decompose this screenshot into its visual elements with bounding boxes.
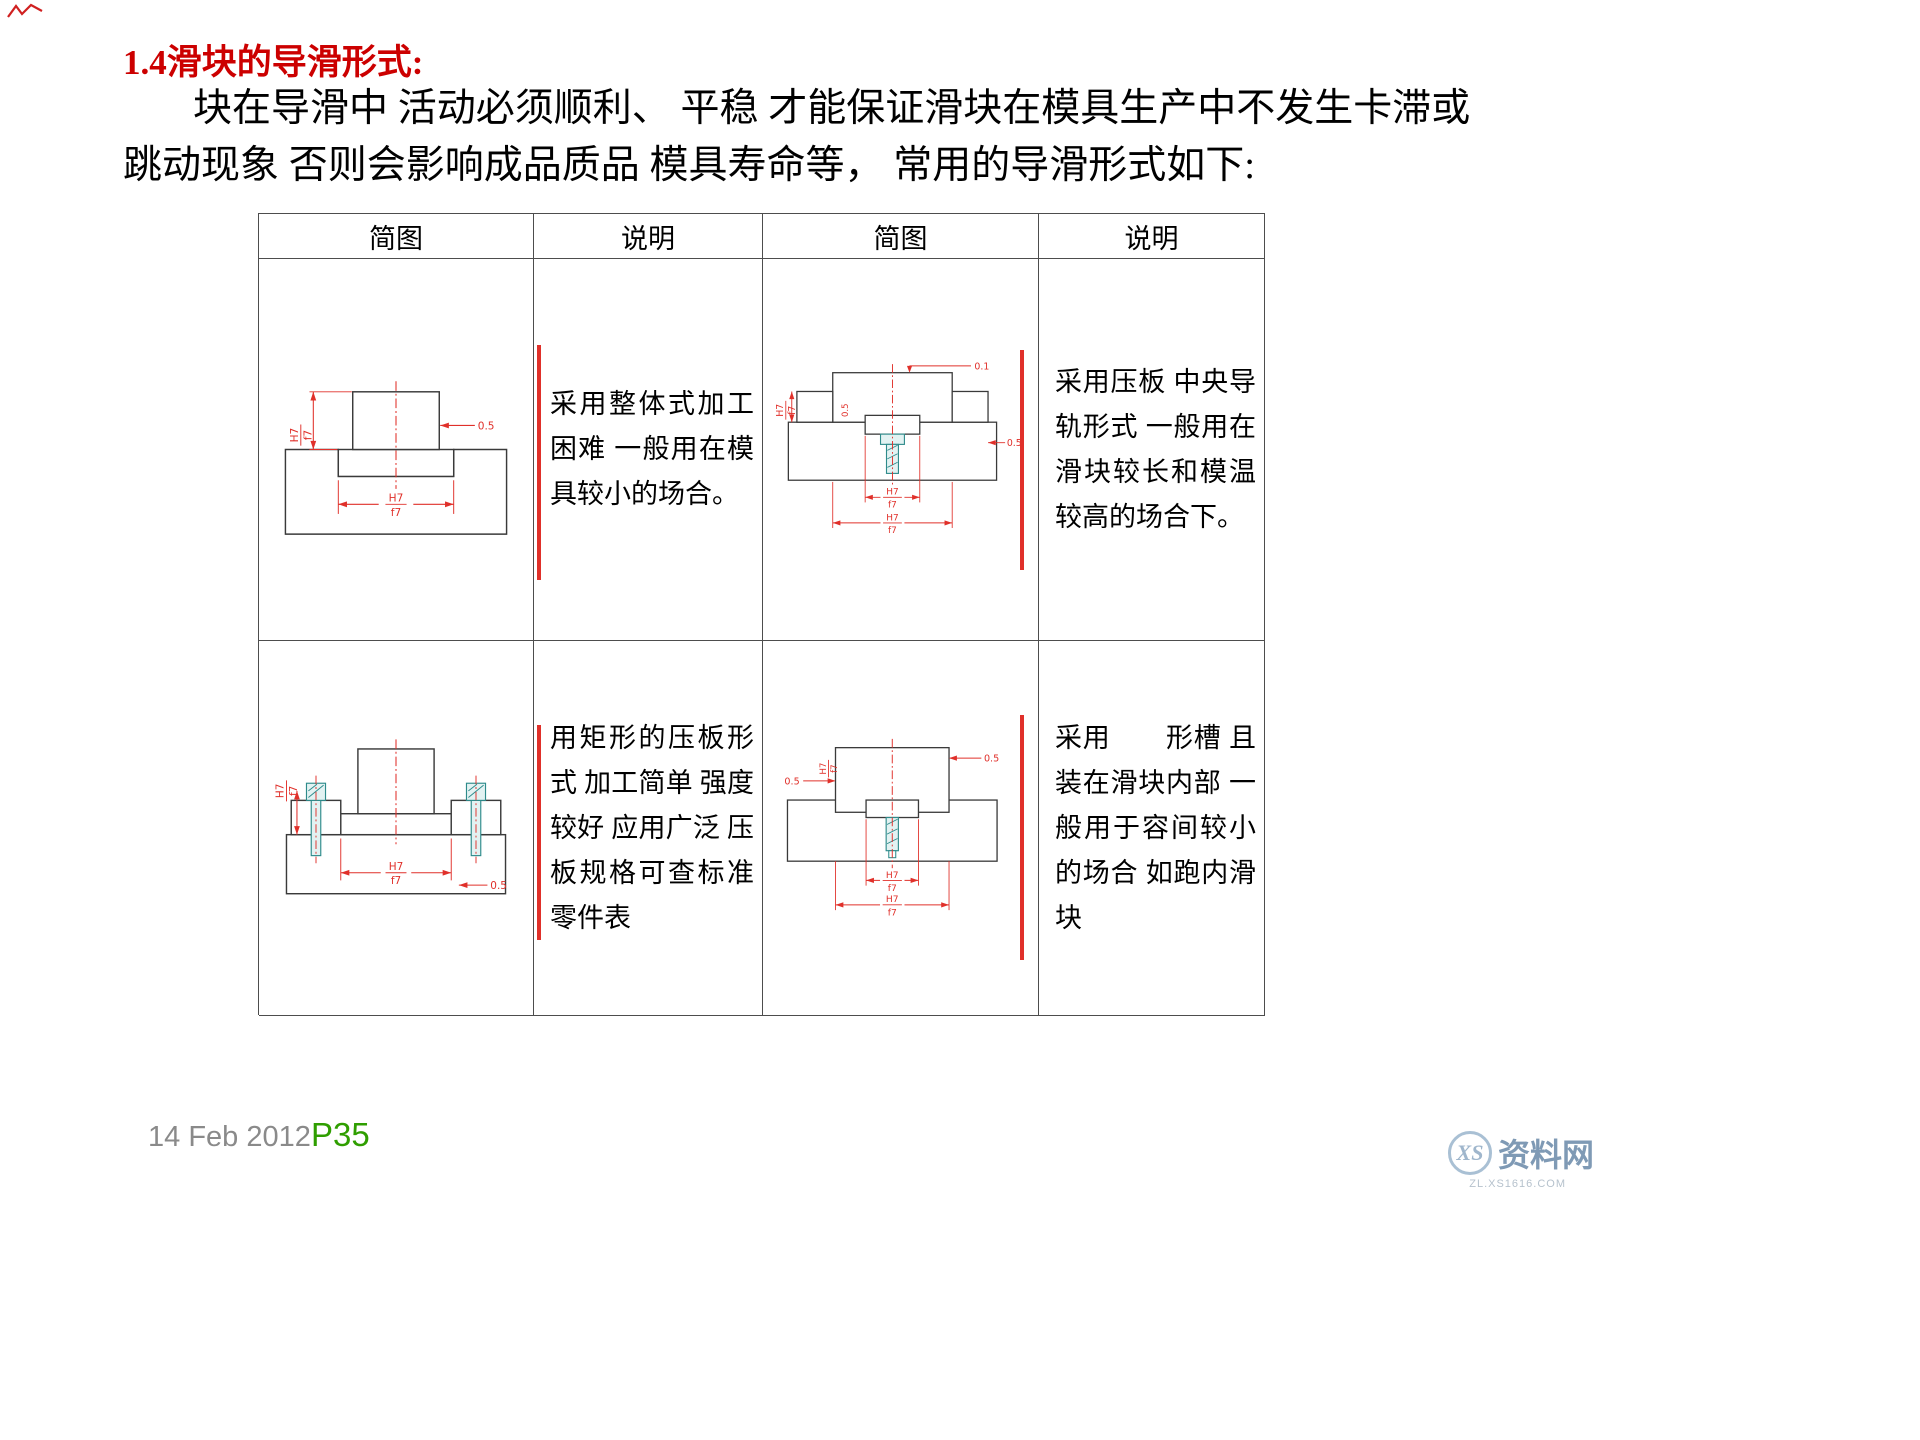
- red-accent-line: [1020, 350, 1024, 570]
- table-cell-diagram-central-rail: 0.1 0.5 H7 f7 0.5 H7 f7: [763, 259, 1039, 641]
- table-cell-diagram-integral: H7 f7 0.5 H7 f7: [259, 259, 534, 641]
- dim-label: H7: [885, 870, 898, 881]
- red-accent-line: [537, 725, 541, 940]
- dim-label: H7: [389, 492, 404, 504]
- dim-label: f7: [302, 430, 314, 440]
- page-title: 1.4滑块的导滑形式:: [123, 43, 424, 82]
- red-accent-line: [1020, 715, 1024, 960]
- table-cell-diagram-press-plate: H7 f7 H7 f7 0.5: [259, 641, 534, 1016]
- dim-label: 0.5: [1006, 438, 1021, 449]
- dim-label: H7: [389, 861, 404, 873]
- watermark-url: ZL.XS1616.COM: [1469, 1178, 1566, 1190]
- table-header-description-right: 说明: [1039, 214, 1265, 259]
- dim-label: f7: [888, 526, 897, 536]
- rectangular-press-plate-drawing: H7 f7 H7 f7 0.5: [275, 739, 507, 895]
- dim-label: f7: [288, 786, 300, 796]
- description-text: 用矩形的压板形式 加工简单 强度较好 应用广泛 压板规格可查标准零件表: [550, 722, 754, 933]
- dim-label: H7: [775, 404, 786, 417]
- dim-label: H7: [275, 784, 287, 799]
- footer-page-number: P35: [311, 1116, 370, 1153]
- dim-label: f7: [391, 507, 401, 519]
- watermark-site-name: 资料网: [1498, 1137, 1595, 1173]
- dim-label: f7: [887, 907, 896, 918]
- dim-label: 0.5: [478, 420, 495, 432]
- table-header-diagram-right: 简图: [763, 214, 1039, 259]
- press-plate-central-rail-drawing: 0.1 0.5 H7 f7 0.5 H7 f7: [775, 361, 1022, 536]
- watermark-logo-icon: XS: [1448, 1131, 1492, 1175]
- dim-label: 0.5: [983, 754, 998, 765]
- integral-t-slot-guide-drawing: H7 f7 0.5 H7 f7: [284, 381, 508, 535]
- table-header-diagram-left: 简图: [259, 214, 534, 259]
- inner-t-slot-guide-drawing: 0.5 0.5 H7 f7 H7 f7 H7: [784, 738, 999, 918]
- table-cell-diagram-inner-slot: 0.5 0.5 H7 f7 H7 f7 H7: [763, 641, 1039, 1016]
- red-accent-line: [537, 345, 541, 580]
- dim-label: f7: [887, 883, 896, 894]
- dim-label: 0.5: [490, 880, 507, 892]
- dim-label: 0.5: [841, 403, 851, 417]
- footer-date: 14 Feb 2012: [148, 1121, 311, 1153]
- watermark: XS 资料网 ZL.XS1616.COM: [1448, 1130, 1628, 1190]
- dim-label: 0.1: [974, 361, 989, 372]
- dim-label: f7: [391, 875, 401, 887]
- intro-paragraph: 块在导滑中 活动必须顺利、 平稳 才能保证滑块在模具生产中不发生卡滞或跳动现象 …: [123, 87, 1471, 187]
- table-cell-desc-press-plate: 用矩形的压板形式 加工简单 强度较好 应用广泛 压板规格可查标准零件表: [534, 641, 763, 1016]
- dim-label: H7: [886, 488, 898, 498]
- dim-label: H7: [885, 894, 898, 905]
- table-cell-desc-integral: 采用整体式加工困难 一般用在模具较小的场合。: [534, 259, 763, 641]
- table-cell-desc-inner-slot: 采用 形槽 且装在滑块内部 一般用于容间较小的场合 如跑内滑块: [1039, 641, 1265, 1016]
- table-header-description-left: 说明: [534, 214, 763, 259]
- description-text: 采用压板 中央导轨形式 一般用在滑块较长和模温较高的场合下。: [1055, 366, 1256, 532]
- dim-label: 0.5: [784, 776, 799, 787]
- dim-label: H7: [886, 513, 898, 523]
- dim-label: H7: [818, 763, 828, 775]
- dim-label: f7: [830, 764, 840, 773]
- dim-label: f7: [787, 406, 798, 415]
- corner-scan-artifact-icon: [7, 3, 43, 18]
- dim-label: H7: [289, 428, 301, 443]
- description-text: 采用整体式加工困难 一般用在模具较小的场合。: [550, 389, 754, 509]
- dim-label: f7: [888, 501, 897, 511]
- description-text: 采用 形槽 且装在滑块内部 一般用于容间较小的场合 如跑内滑块: [1055, 722, 1256, 933]
- table-cell-desc-central-rail: 采用压板 中央导轨形式 一般用在滑块较长和模温较高的场合下。: [1039, 259, 1265, 641]
- guide-forms-table: 简图 说明 简图 说明 H7 f7 0.5: [258, 213, 1265, 1016]
